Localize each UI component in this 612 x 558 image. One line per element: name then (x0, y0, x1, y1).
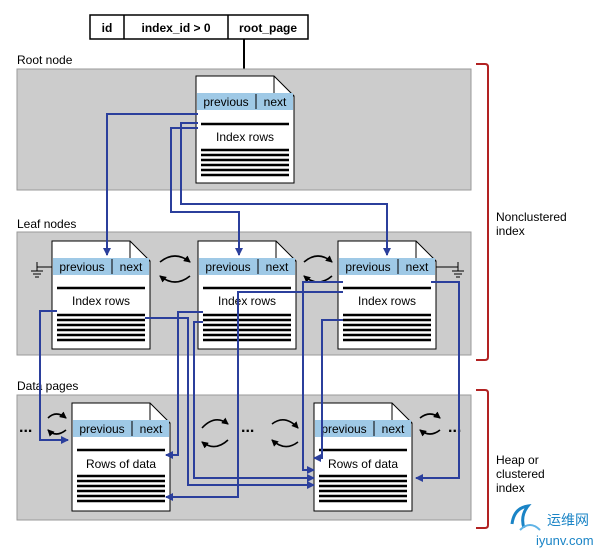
label-nonclustered: Nonclustered (496, 210, 567, 224)
watermark-url-text: iyunv.com (536, 533, 594, 548)
data1-prev-label: previous (79, 422, 124, 436)
data-link-arrows-middle-right (271, 419, 299, 448)
ground-left-icon (31, 262, 52, 278)
heap-brace (476, 389, 489, 529)
data2-rows-label: Rows of data (328, 457, 398, 471)
root-next-label: next (264, 95, 287, 109)
watermark-logo: 运维网 iyunv.com (510, 503, 594, 548)
root-page: previous next Index rows (195, 75, 295, 184)
leaf1-prev-label: previous (59, 260, 104, 274)
label-clustered: clustered (496, 467, 545, 481)
ground-right-icon (436, 262, 464, 278)
ellipsis-left: ... (19, 419, 32, 436)
data2-prev-label: previous (321, 422, 366, 436)
nonclustered-brace (476, 63, 489, 361)
leaf1-next-label: next (120, 260, 143, 274)
root-to-leaf-pointers (103, 113, 391, 256)
leaf2-prev-label: previous (205, 260, 250, 274)
label-nonclustered-index: index (496, 224, 525, 238)
data-page-2: previous next Rows of data (313, 402, 413, 512)
leaf-link-arrows-1-2 (159, 255, 191, 283)
header-col-id: id (102, 21, 113, 35)
ellipsis-middle: ... (241, 419, 254, 436)
header-table: id index_id > 0 root_page (89, 14, 309, 40)
header-col-root-page: root_page (239, 21, 297, 35)
leaf3-prev-label: previous (345, 260, 390, 274)
leaf3-next-label: next (406, 260, 429, 274)
root-index-rows-label: Index rows (216, 130, 274, 144)
label-heap-index: index (496, 481, 525, 495)
label-leaf-nodes: Leaf nodes (17, 217, 76, 231)
data-page-1: previous next Rows of data (71, 402, 171, 512)
leaf3-index-rows-label: Index rows (358, 294, 416, 308)
data-link-arrows-right (419, 411, 441, 437)
data1-rows-label: Rows of data (86, 457, 156, 471)
leaf-page-3: previous next Index rows (337, 240, 437, 350)
data2-next-label: next (382, 422, 405, 436)
root-prev-label: previous (203, 95, 248, 109)
label-root-node: Root node (17, 53, 73, 67)
label-data-pages: Data pages (17, 379, 78, 393)
leaf-page-2: previous next Index rows (197, 240, 297, 350)
leaf-page-1: previous next Index rows (51, 240, 151, 350)
leaf2-index-rows-label: Index rows (218, 294, 276, 308)
data-link-arrows-middle-left (201, 417, 229, 449)
leaf1-index-rows-label: Index rows (72, 294, 130, 308)
leaf-to-data-pointers (39, 281, 460, 501)
data-link-arrows-left (47, 411, 67, 437)
data1-next-label: next (140, 422, 163, 436)
watermark-cn-text: 运维网 (547, 512, 589, 528)
label-heap-or: Heap or (496, 453, 539, 467)
leaf2-next-label: next (266, 260, 289, 274)
header-col-index-id: index_id > 0 (141, 21, 210, 35)
